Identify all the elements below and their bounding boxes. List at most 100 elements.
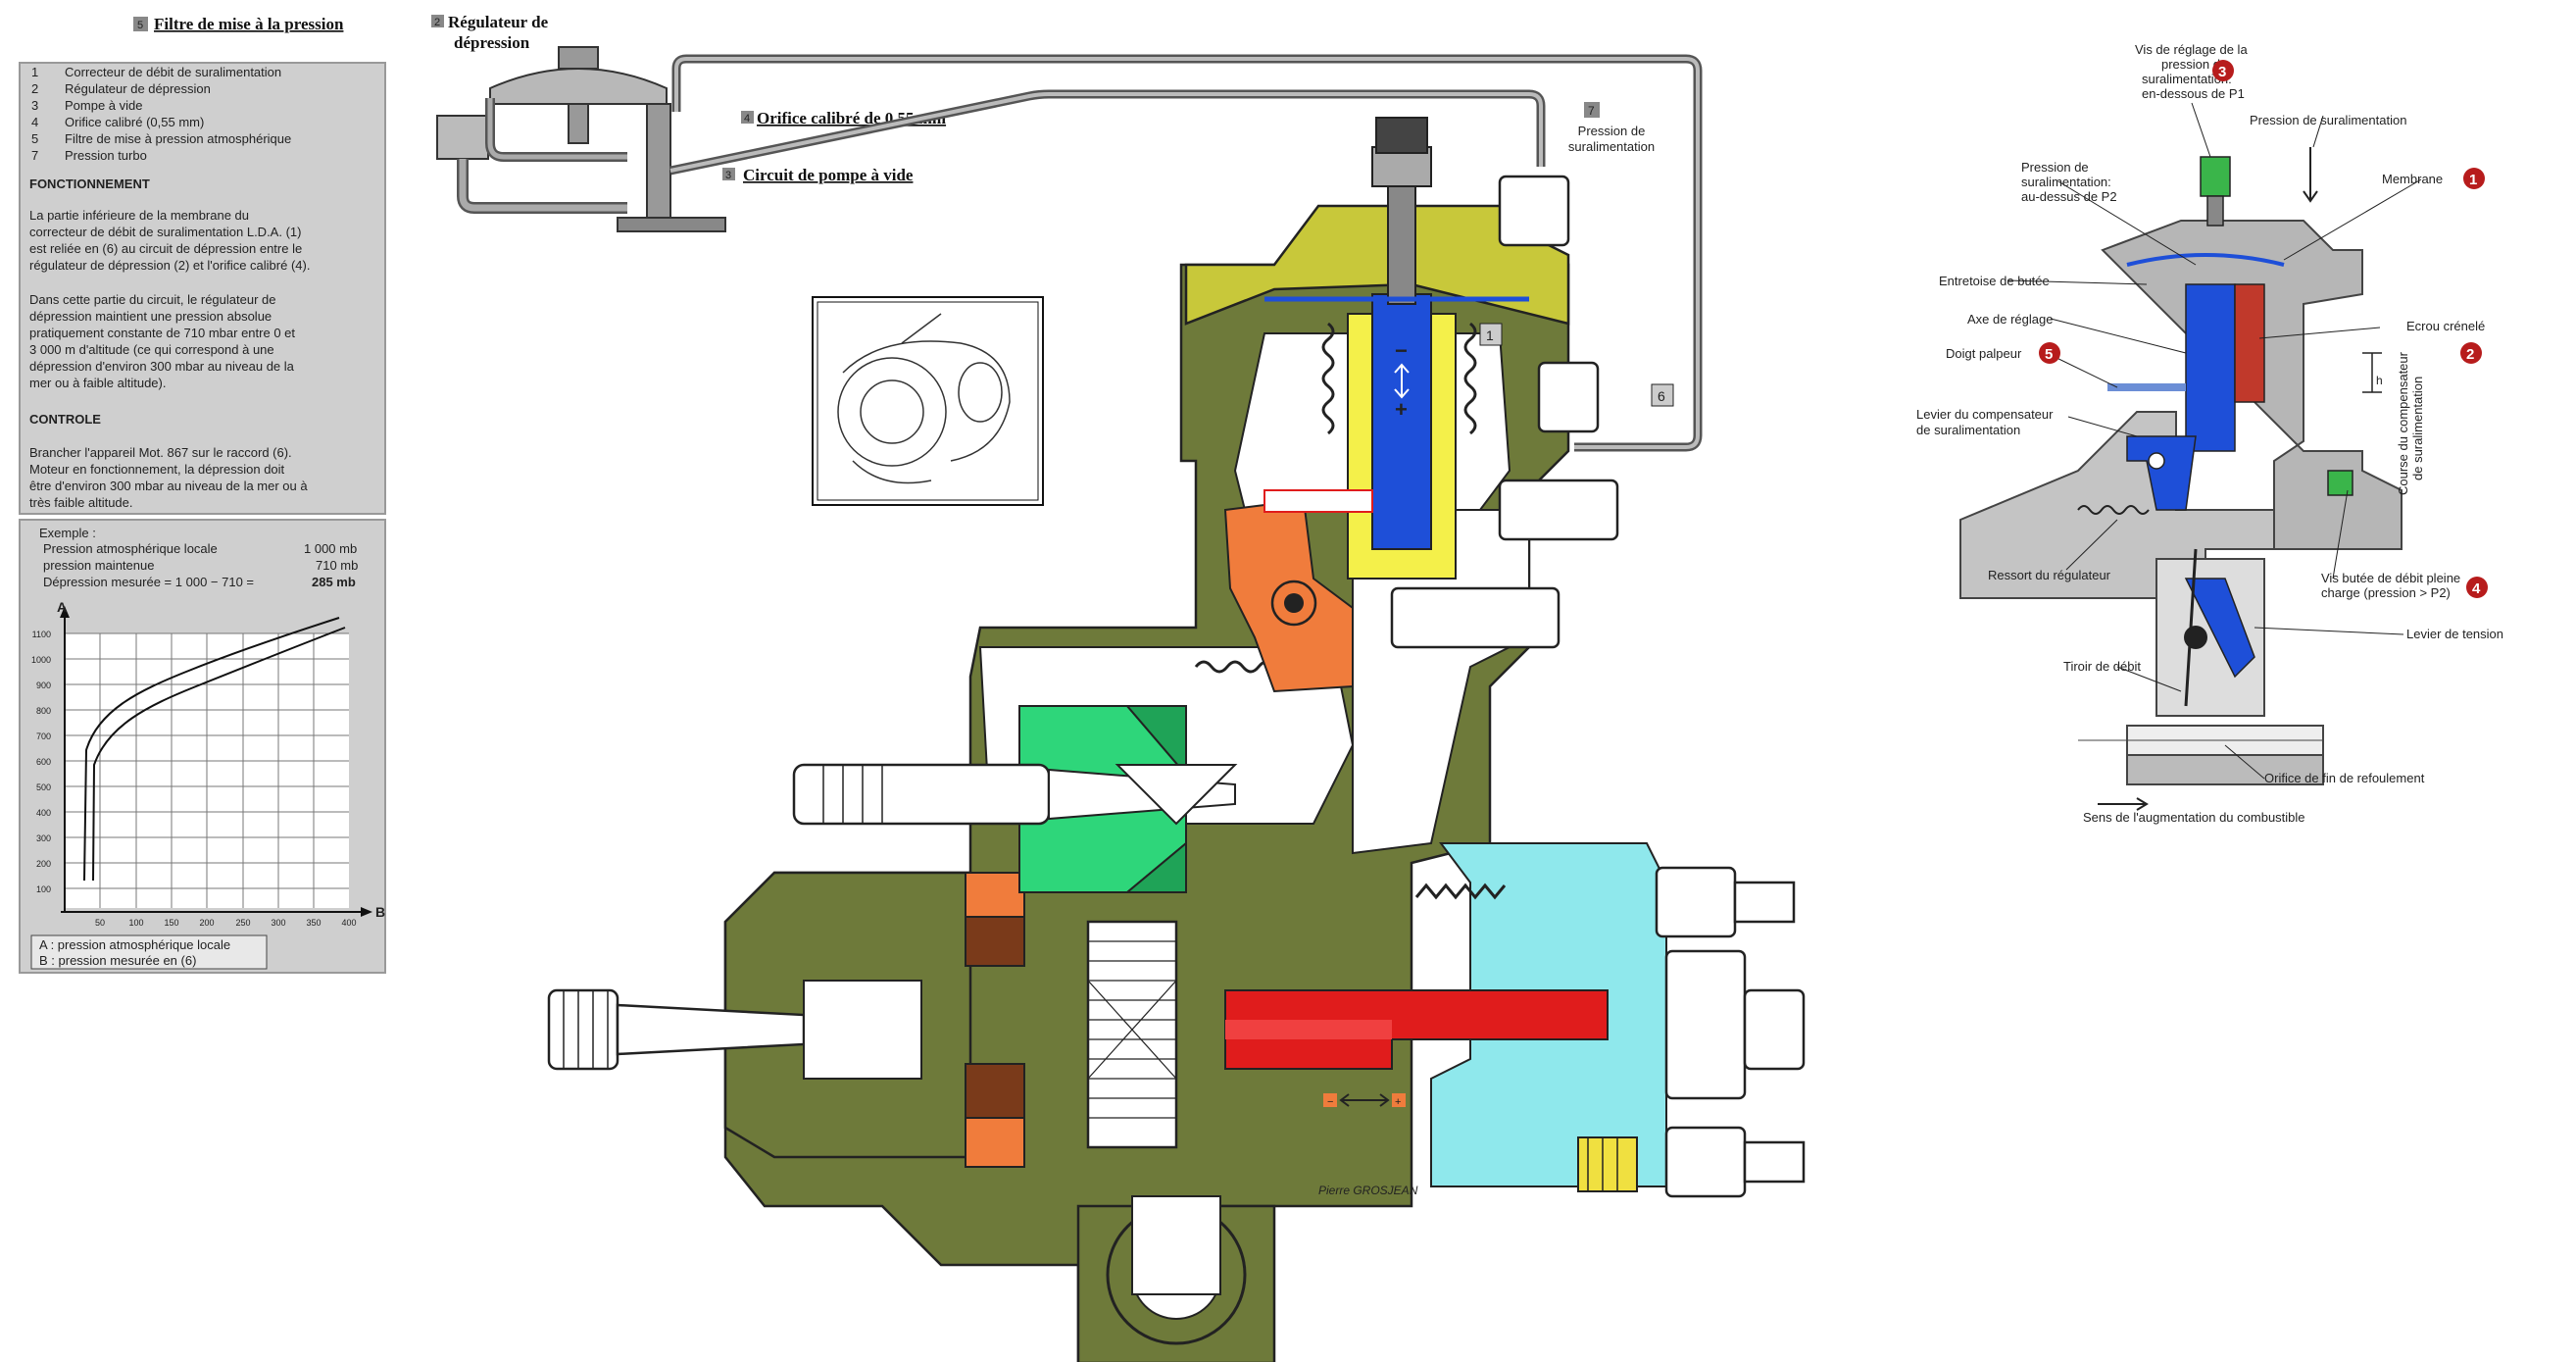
example-row-1-label: pression maintenue bbox=[43, 558, 154, 573]
rd-sens: Sens de l'augmentation du combustible bbox=[2083, 810, 2305, 825]
y-tick-200: 200 bbox=[36, 859, 51, 869]
fonct-line-8: 3 000 m d'altitude (ce qui correspond à … bbox=[29, 342, 274, 357]
rd-vis-butee-2: charge (pression > P2) bbox=[2321, 585, 2451, 600]
badge-4: 4 bbox=[2466, 577, 2488, 598]
part-6-label: 6 bbox=[1658, 388, 1665, 404]
y-tick-600: 600 bbox=[36, 757, 51, 767]
legend-text-1: Correcteur de débit de suralimentation bbox=[65, 65, 281, 79]
example-row-0-label: Pression atmosphérique locale bbox=[43, 541, 218, 556]
x-tick-50: 50 bbox=[95, 918, 105, 928]
example-row-0-value: 1 000 mb bbox=[304, 541, 357, 556]
lda-detail-diagram: Vis de réglage de la pression de suralim… bbox=[1916, 42, 2503, 825]
fonctionnement-title: FONCTIONNEMENT bbox=[29, 177, 150, 191]
signature: Pierre GROSJEAN bbox=[1318, 1184, 1418, 1197]
svg-text:2: 2 bbox=[2466, 346, 2474, 363]
circuit-num: 3 bbox=[725, 170, 731, 181]
controle-line-3: très faible altitude. bbox=[29, 495, 133, 510]
controle-line-0: Brancher l'appareil Mot. 867 sur le racc… bbox=[29, 445, 292, 460]
y-tick-300: 300 bbox=[36, 833, 51, 843]
badge-1: 1 bbox=[2463, 168, 2485, 189]
x-tick-300: 300 bbox=[271, 918, 285, 928]
fonct-line-5: Dans cette partie du circuit, le régulat… bbox=[29, 292, 275, 307]
pression-label-1: Pression de bbox=[1578, 124, 1646, 138]
rd-pression-dessus-2: suralimentation: bbox=[2021, 175, 2111, 189]
example-title: Exemple : bbox=[39, 526, 96, 540]
plunger-plus: + bbox=[1395, 1096, 1401, 1108]
rd-pression-dessus-1: Pression de bbox=[2021, 160, 2089, 175]
example-row-2-label: Dépression mesurée = 1 000 − 710 = bbox=[43, 575, 254, 589]
svg-text:4: 4 bbox=[2472, 580, 2481, 597]
part-1-label: 1 bbox=[1486, 328, 1494, 343]
example-row-2-value: 285 mb bbox=[312, 575, 356, 589]
x-tick-100: 100 bbox=[128, 918, 143, 928]
x-tick-200: 200 bbox=[199, 918, 214, 928]
x-tick-250: 250 bbox=[235, 918, 250, 928]
vacuum-regulator bbox=[436, 46, 1703, 452]
legend-text-5: Filtre de mise à pression atmosphérique bbox=[65, 131, 291, 146]
legend-num-7: 7 bbox=[31, 148, 38, 163]
rd-course-2: de suralimentation bbox=[2410, 377, 2425, 480]
turbo-inset bbox=[812, 296, 1044, 506]
lda-plus: + bbox=[1395, 397, 1408, 422]
rd-pression-dessus-3: au-dessus de P2 bbox=[2021, 189, 2117, 204]
legend-text-7: Pression turbo bbox=[65, 148, 147, 163]
caption-b: B : pression mesurée en (6) bbox=[39, 953, 196, 968]
x-tick-150: 150 bbox=[164, 918, 178, 928]
caption-a: A : pression atmosphérique locale bbox=[39, 937, 230, 952]
legend-num-1: 1 bbox=[31, 65, 38, 79]
fonct-line-6: dépression maintient une pression absolu… bbox=[29, 309, 272, 324]
controle-title: CONTROLE bbox=[29, 412, 101, 427]
svg-text:5: 5 bbox=[2045, 346, 2053, 363]
rd-course-1: Course du compensateur bbox=[2396, 351, 2410, 495]
badge-5: 5 bbox=[2039, 342, 2060, 364]
rd-membrane: Membrane bbox=[2382, 172, 2443, 186]
legend-text-3: Pompe à vide bbox=[65, 98, 143, 113]
rd-levier-comp-2: de suralimentation bbox=[1916, 423, 2020, 437]
fonct-line-1: correcteur de débit de suralimentation L… bbox=[29, 225, 301, 239]
filtre-num: 5 bbox=[137, 20, 143, 31]
x-tick-400: 400 bbox=[341, 918, 356, 928]
y-tick-400: 400 bbox=[36, 808, 51, 818]
y-tick-1100: 1100 bbox=[32, 630, 51, 639]
y-tick-500: 500 bbox=[36, 782, 51, 792]
legend-text-4: Orifice calibré (0,55 mm) bbox=[65, 115, 204, 129]
legend-num-3: 3 bbox=[31, 98, 38, 113]
legend-text-2: Régulateur de dépression bbox=[65, 81, 211, 96]
rd-levier-comp-1: Levier du compensateur bbox=[1916, 407, 2054, 422]
svg-text:1: 1 bbox=[2469, 172, 2477, 188]
x-tick-350: 350 bbox=[306, 918, 321, 928]
rd-h: h bbox=[2376, 374, 2383, 387]
regulateur-label-1: Régulateur de bbox=[448, 13, 549, 31]
y-tick-900: 900 bbox=[36, 681, 51, 690]
badge-3: 3 bbox=[2212, 60, 2234, 81]
y-tick-1000: 1000 bbox=[31, 655, 51, 665]
badge-2: 2 bbox=[2460, 342, 2482, 364]
regulateur-num: 2 bbox=[434, 17, 440, 28]
rd-ressort: Ressort du régulateur bbox=[1988, 568, 2111, 582]
y-tick-800: 800 bbox=[36, 706, 51, 716]
example-row-1-value: 710 mb bbox=[316, 558, 358, 573]
rd-ecrou: Ecrou crénelé bbox=[2406, 319, 2485, 333]
controle-line-1: Moteur en fonctionnement, la dépression … bbox=[29, 462, 285, 477]
rd-tiroir: Tiroir de débit bbox=[2063, 659, 2141, 674]
legend-num-2: 2 bbox=[31, 81, 38, 96]
axis-b-label: B bbox=[375, 904, 385, 920]
pressure-graph: 1100 1000 900 800 700 600 500 400 300 20… bbox=[31, 599, 385, 928]
fonct-line-3: régulateur de dépression (2) et l'orific… bbox=[29, 258, 310, 273]
lda-minus: − bbox=[1395, 338, 1408, 363]
fonct-line-0: La partie inférieure de la membrane du bbox=[29, 208, 249, 223]
orifice-num: 4 bbox=[744, 113, 750, 125]
controle-line-2: être d'environ 300 mbar au niveau de la … bbox=[29, 479, 308, 493]
rd-vis-4: en-dessous de P1 bbox=[2142, 86, 2245, 101]
example-panel: Exemple : Pression atmosphérique locale … bbox=[19, 519, 386, 974]
regulateur-label-2: dépression bbox=[454, 33, 530, 52]
rd-pression-surali: Pression de suralimentation bbox=[2250, 113, 2406, 127]
rd-vis-3: suralimentation: bbox=[2142, 72, 2232, 86]
pression-num: 7 bbox=[1588, 104, 1595, 118]
rd-doigt: Doigt palpeur bbox=[1946, 346, 2022, 361]
legend-num-5: 5 bbox=[31, 131, 38, 146]
rd-entretoise: Entretoise de butée bbox=[1939, 274, 2050, 288]
fonct-line-10: mer ou à faible altitude). bbox=[29, 376, 166, 390]
rd-orifice-fin: Orifice de fin de refoulement bbox=[2264, 771, 2425, 785]
